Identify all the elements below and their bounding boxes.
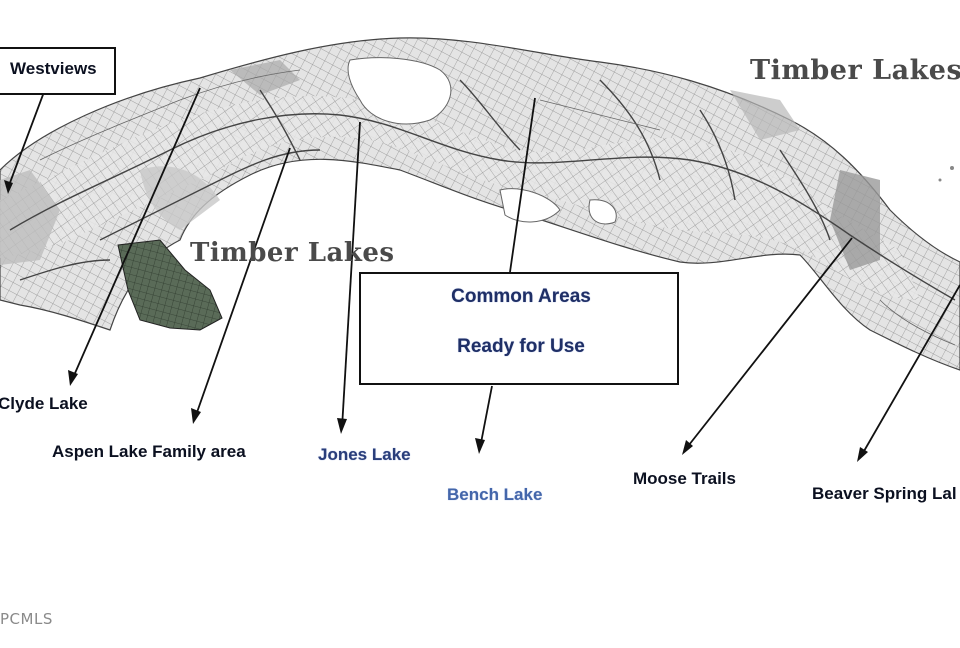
- map-title-center: Timber Lakes: [190, 238, 395, 268]
- westviews-callout-box: [0, 47, 116, 95]
- moose-trails-label: Moose Trails: [633, 469, 736, 488]
- annotation-arrows: [7, 87, 960, 459]
- lake-shape: [347, 57, 452, 125]
- bench-lake-label: Bench Lake: [447, 485, 543, 504]
- aspen-lake-family-area: [117, 239, 223, 331]
- jones-lake-label: Jones Lake: [318, 445, 411, 464]
- common-areas-line2: Ready for Use: [457, 336, 585, 357]
- clyde-lake-label: Clyde Lake: [0, 394, 88, 413]
- map-band-overlay: [0, 96, 920, 300]
- westviews-label: Westviews: [10, 59, 97, 78]
- common-areas-line1: Common Areas: [451, 286, 591, 307]
- map-title-east: Timber Lakes: [750, 55, 960, 86]
- pcmls-watermark: PCMLS: [0, 610, 53, 628]
- aspen-lake-label: Aspen Lake Family area: [52, 442, 246, 461]
- beaver-spring-label: Beaver Spring Lal: [812, 484, 957, 503]
- common-areas-callout-box: Common Areas Ready for Use: [359, 272, 679, 385]
